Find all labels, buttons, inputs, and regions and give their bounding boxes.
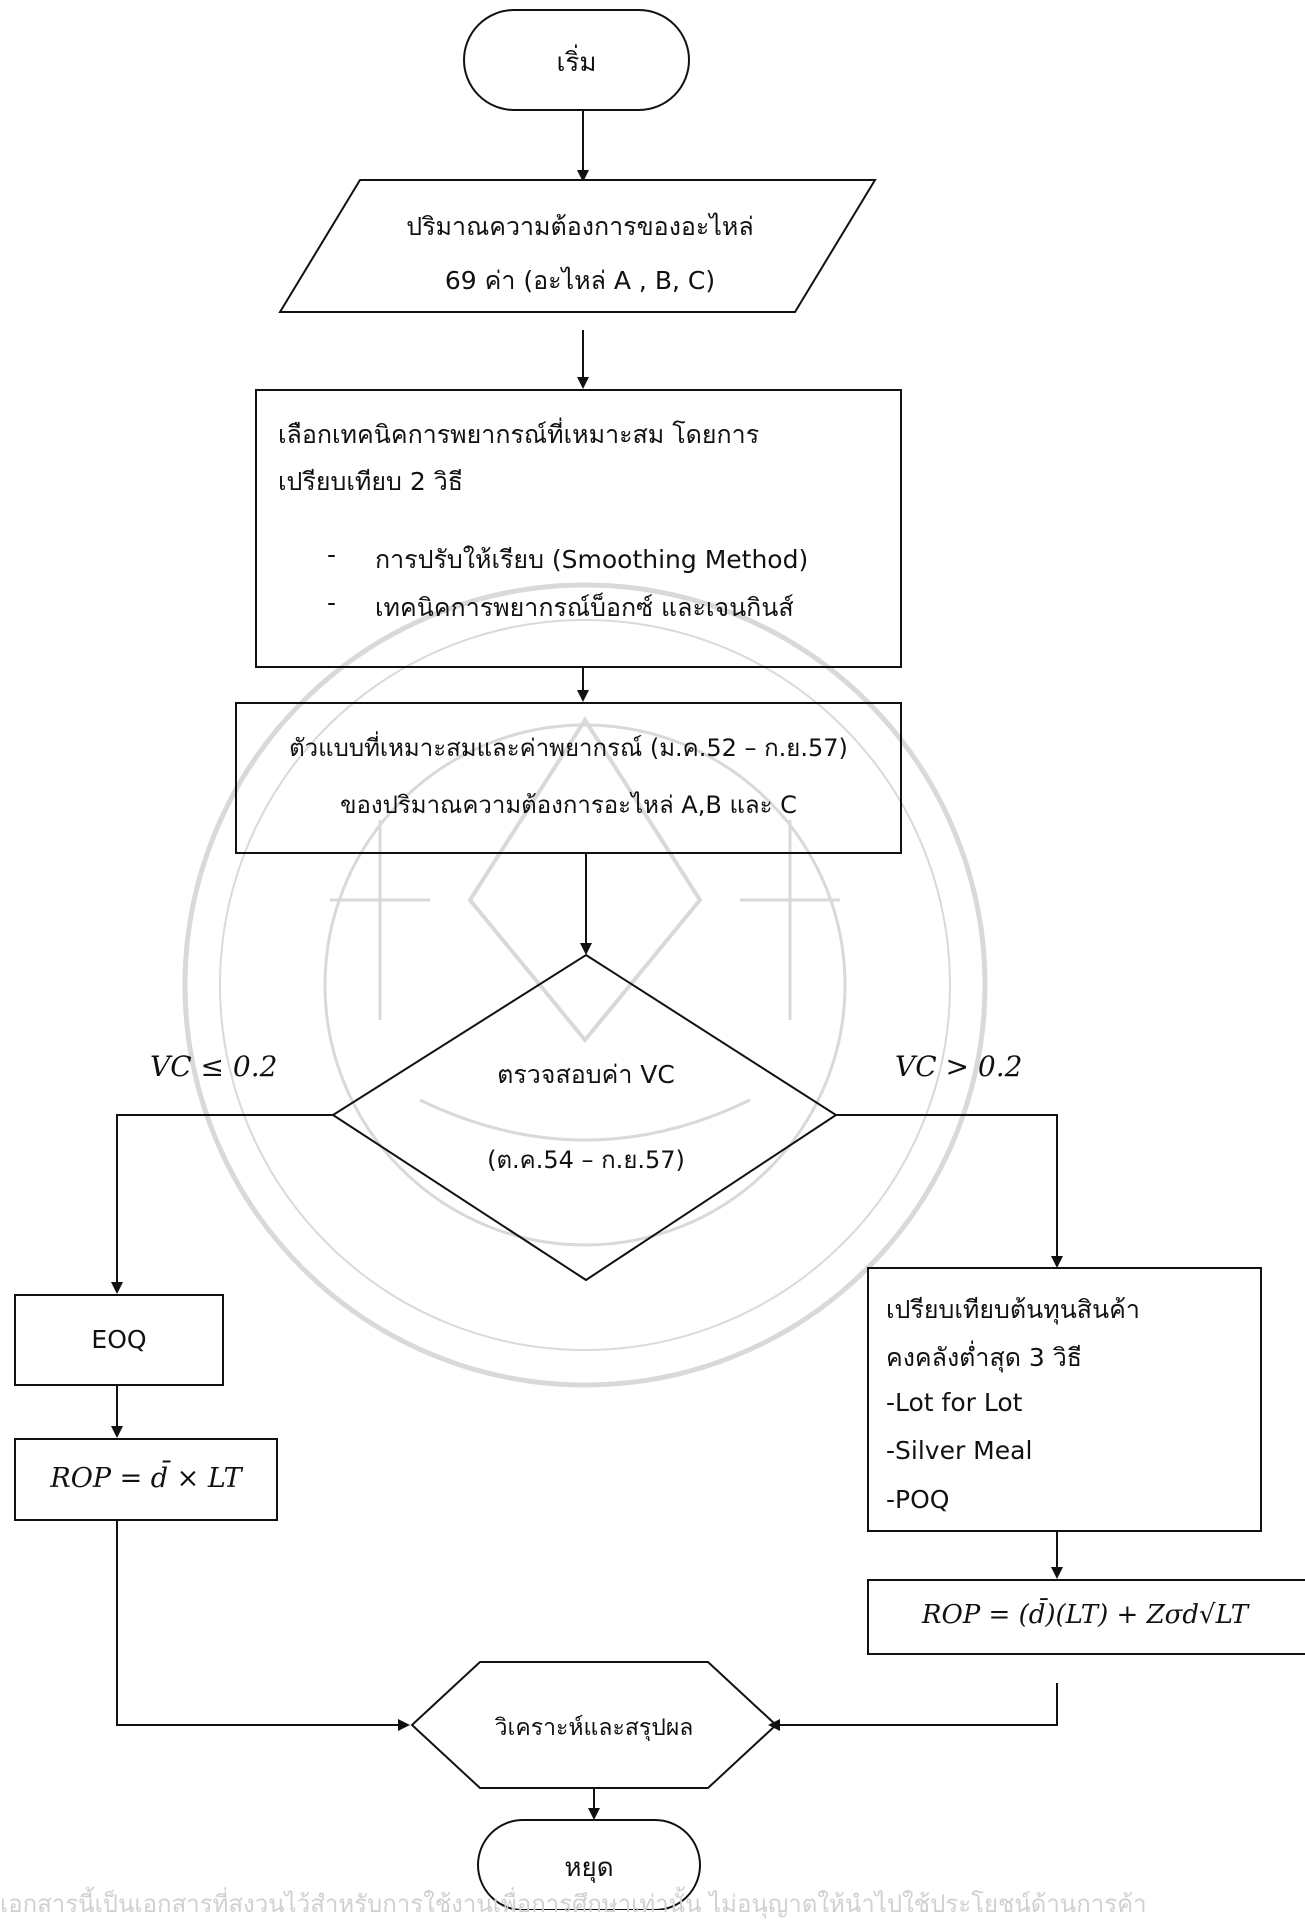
compare-item-poq: -POQ	[886, 1485, 950, 1514]
input-line1: ปริมาณความต้องการของอะไหล่	[406, 212, 754, 241]
model-line2: ของปริมาณความต้องการอะไหล่ A,B และ C	[340, 791, 797, 819]
select-line2: เปรียบเทียบ 2 วิธี	[278, 467, 463, 496]
input-line2: 69 ค่า (อะไหล่ A , B, C)	[444, 266, 716, 295]
analyze-hexagon	[410, 1661, 778, 1789]
decision-line1: ตรวจสอบค่า VC	[497, 1060, 675, 1089]
compare-line2: คงคลังต่ำสุด 3 วิธี	[886, 1343, 1083, 1372]
model-line1: ตัวแบบที่เหมาะสมและค่าพยากรณ์ (ม.ค.52 – …	[289, 734, 848, 762]
select-bullet1: การปรับให้เรียบ (Smoothing Method)	[375, 545, 809, 574]
watermark-seal	[182, 582, 988, 1388]
select-bullet2: เทคนิคการพยากรณ์บ็อกซ์ และเจนกินส์	[375, 593, 794, 622]
model-box	[235, 702, 902, 854]
compare-box	[867, 1267, 1262, 1532]
bullet-dash: -	[327, 540, 337, 569]
eoq-label: EOQ	[91, 1325, 147, 1354]
compare-item-lot-for-lot: -Lot for Lot	[886, 1388, 1023, 1417]
branch-label-left: VC ≤ 0.2	[150, 1050, 278, 1083]
rop-right-box	[867, 1579, 1305, 1655]
decision-diamond	[331, 953, 838, 1282]
start-label: เริ่ม	[556, 48, 597, 78]
stop-terminator	[477, 1819, 701, 1910]
start-terminator	[463, 9, 690, 111]
select-method-box	[255, 389, 902, 668]
decision-line2: (ต.ค.54 – ก.ย.57)	[487, 1146, 685, 1174]
compare-item-silver-meal: -Silver Meal	[886, 1436, 1033, 1465]
compare-line1: เปรียบเทียบต้นทุนสินค้า	[886, 1295, 1140, 1324]
eoq-box	[14, 1294, 224, 1386]
stop-label: หยุด	[564, 1853, 614, 1883]
select-line1: เลือกเทคนิคการพยากรณ์ที่เหมาะสม โดยการ	[278, 420, 760, 449]
rop-left-formula: ROP = d̄ × LT	[50, 1463, 242, 1494]
input-parallelogram	[278, 179, 877, 313]
rop-right-formula: ROP = (d̄)(LT) + Zσd√LT	[921, 1600, 1249, 1630]
analyze-label: วิเคราะห์และสรุปผล	[494, 1715, 694, 1741]
branch-label-right: VC > 0.2	[895, 1050, 1023, 1083]
watermark-footer: เอกสารนี้เป็นเอกสารที่สงวนไว้สำหรับการใช…	[0, 1890, 1147, 1918]
rop-left-box	[14, 1438, 278, 1521]
bullet-dash: -	[327, 588, 337, 617]
